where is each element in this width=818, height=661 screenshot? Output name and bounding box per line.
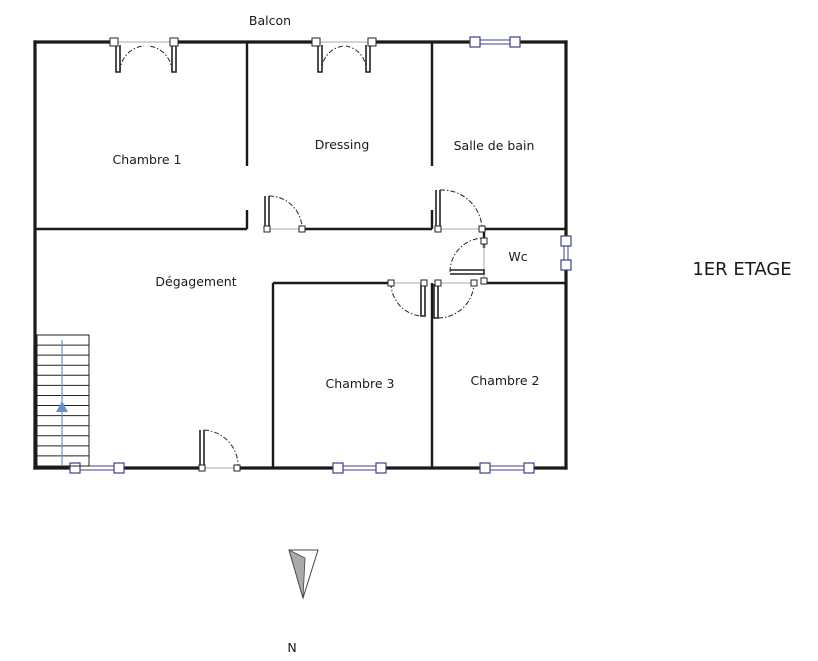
door-balcony-dressing: [311, 37, 377, 73]
label-chambre3: Chambre 3: [326, 376, 395, 391]
window-salle-de-bain: [469, 36, 521, 48]
door-wc: [449, 237, 488, 285]
windows: [69, 36, 572, 474]
stair-arrow-icon: [56, 401, 68, 412]
window-wc: [560, 235, 572, 271]
north-arrow-icon: [288, 549, 319, 600]
window-degagement: [69, 462, 125, 474]
label-chambre1: Chambre 1: [113, 152, 182, 167]
door-balcony-chambre1: [109, 37, 179, 73]
label-degagement: Dégagement: [155, 274, 236, 289]
label-dressing: Dressing: [315, 137, 370, 152]
level-title: 1ER ETAGE: [692, 259, 791, 280]
door-chambre2: [433, 279, 478, 319]
staircase: [36, 334, 90, 467]
door-degagement: [198, 429, 241, 472]
window-chambre2: [479, 462, 535, 474]
label-balcon: Balcon: [249, 13, 291, 28]
label-salle-de-bain: Salle de bain: [454, 138, 535, 153]
wall-corridor-top: [35, 210, 566, 231]
window-chambre3: [332, 462, 387, 474]
door-salle-de-bain: [434, 189, 486, 233]
door-chambre3: [387, 279, 428, 317]
exterior-walls: [33, 40, 568, 470]
door-chambre1: [263, 195, 306, 233]
label-wc: Wc: [508, 249, 527, 264]
interior-walls: [35, 42, 566, 468]
doors: [109, 37, 488, 472]
label-chambre2: Chambre 2: [471, 373, 540, 388]
north-label: N: [287, 640, 296, 655]
